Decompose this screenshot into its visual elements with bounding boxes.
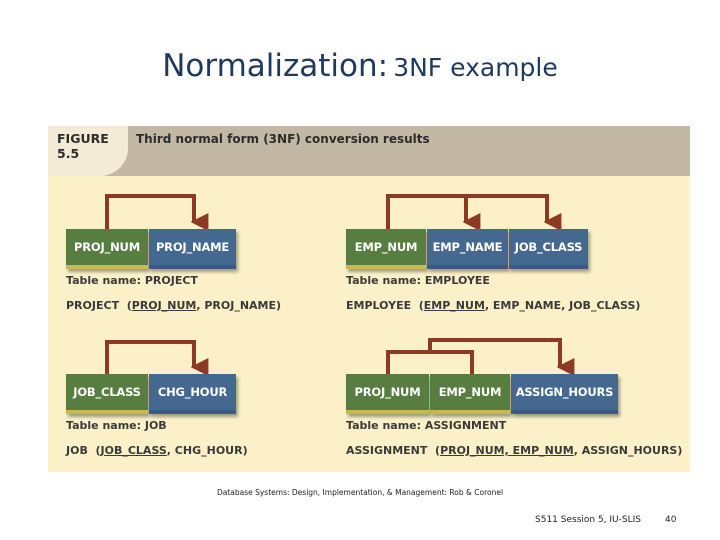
figure-title: Third normal form (3NF) conversion resul… xyxy=(136,132,430,146)
employee-schema: EMPLOYEE (EMP_NUM, EMP_NAME, JOB_CLASS) xyxy=(346,299,641,312)
employee-table-name: Table name: EMPLOYEE xyxy=(346,274,490,287)
employee-attr-emp-num: EMP_NUM xyxy=(346,229,426,269)
figure-panel: FIGURE 5.5 Third normal form (3NF) conve… xyxy=(48,126,690,472)
title-main: Normalization: xyxy=(162,48,389,84)
job-dependency-arrow xyxy=(105,340,209,378)
dependency-arrows xyxy=(105,194,575,378)
figure-label-tab: FIGURE 5.5 xyxy=(48,126,128,176)
slide-title: Normalization: 3NF example xyxy=(0,48,720,84)
assignment-schema: ASSIGNMENT (PROJ_NUM, EMP_NUM, ASSIGN_HO… xyxy=(346,444,683,457)
job-schema: JOB (JOB_CLASS, CHG_HOUR) xyxy=(66,444,248,457)
project-schema: PROJECT (PROJ_NUM, PROJ_NAME) xyxy=(66,299,282,312)
assignment-dependency-arrow-head xyxy=(428,338,575,376)
figure-caption: Database Systems: Design, Implementation… xyxy=(216,488,504,497)
job-attr-chg-hour: CHG_HOUR xyxy=(149,374,236,414)
project-attr-proj-num: PROJ_NUM xyxy=(66,229,148,269)
job-table-name: Table name: JOB xyxy=(66,419,167,432)
title-sub: 3NF example xyxy=(393,53,558,82)
project-attr-proj-name: PROJ_NAME xyxy=(149,229,236,269)
figure-label-line2: 5.5 xyxy=(57,146,80,161)
figure-label-line1: FIGURE xyxy=(57,131,109,146)
project-dependency-arrow xyxy=(105,194,209,232)
assignment-dependency-arrow xyxy=(386,350,474,376)
assignment-attr-proj-num: PROJ_NUM xyxy=(346,374,429,414)
page-number: 40 xyxy=(665,515,677,525)
footer-course: S511 Session 5, IU-SLIS xyxy=(535,515,641,525)
assignment-attr-assign-hours: ASSIGN_HOURS xyxy=(511,374,618,414)
assignment-table-name: Table name: ASSIGNMENT xyxy=(346,419,507,432)
assignment-attr-emp-num: EMP_NUM xyxy=(430,374,510,414)
job-attr-job-class: JOB_CLASS xyxy=(66,374,148,414)
employee-attr-job-class: JOB_CLASS xyxy=(509,229,588,269)
figure-label: FIGURE 5.5 xyxy=(57,131,109,161)
figure-header: FIGURE 5.5 Third normal form (3NF) conve… xyxy=(48,126,690,176)
employee-attr-emp-name: EMP_NAME xyxy=(427,229,508,269)
project-table-name: Table name: PROJECT xyxy=(66,274,198,287)
